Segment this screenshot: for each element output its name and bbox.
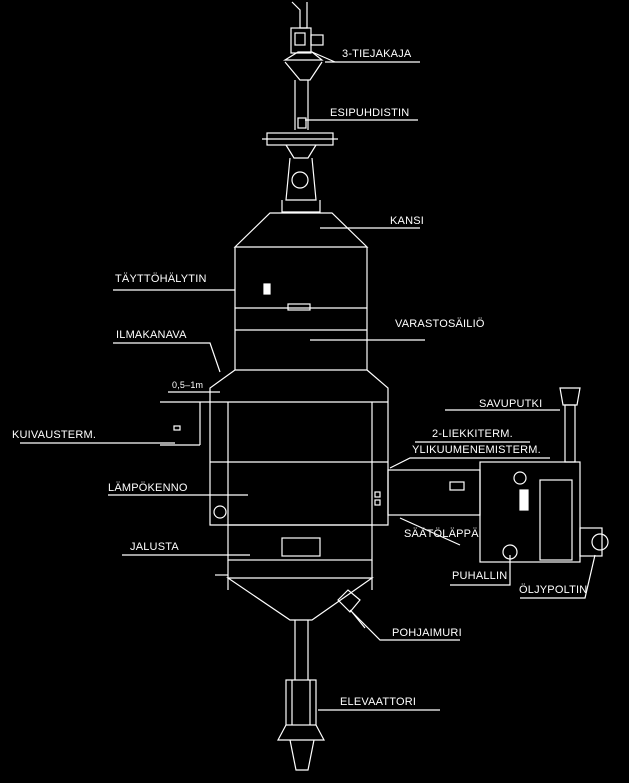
leader-lines bbox=[20, 61, 596, 711]
label-pohjaimuri: POHJAIMURI bbox=[392, 627, 462, 639]
elevator bbox=[277, 620, 325, 771]
stand bbox=[215, 524, 373, 590]
label-oljypoltin: ÖLJYPOLTIN bbox=[519, 584, 588, 596]
label-kuivausterm: KUIVAUSTERM. bbox=[12, 429, 97, 441]
label-jalusta: JALUSTA bbox=[130, 541, 179, 553]
label-varastosailio: VARASTOSÄILIÖ bbox=[395, 318, 485, 330]
label-saatolappa: SÄÄTÖLÄPPÄ bbox=[404, 528, 479, 540]
label-dimension: 0,5–1m bbox=[172, 380, 204, 390]
silo bbox=[233, 212, 369, 370]
label-ilmakanava: ILMAKANAVA bbox=[116, 329, 187, 341]
label-puhallin: PUHALLIN bbox=[452, 570, 508, 582]
label-tayttohalytin: TÄYTTÖHÄLYTIN bbox=[115, 273, 207, 285]
label-lampokenno: LÄMPÖKENNO bbox=[108, 482, 188, 494]
heat-cell bbox=[160, 369, 389, 526]
three-way-distributor bbox=[282, 1, 336, 81]
label-liekkiterm: 2-LIEKKITERM. bbox=[432, 428, 513, 440]
label-ylikuumenemisterm: YLIKUUMENEMISTERM. bbox=[412, 444, 541, 456]
label-savuputki: SAVUPUTKI bbox=[479, 398, 543, 410]
hopper bbox=[226, 577, 374, 629]
label-esipuhdistin: ESIPUHDISTIN bbox=[330, 107, 410, 119]
label-elevaattori: ELEVAATTORI bbox=[340, 696, 417, 708]
pre-cleaner bbox=[262, 132, 338, 213]
label-kansi: KANSI bbox=[390, 215, 425, 227]
label-tiejakaja: 3-TIEJAKAJA bbox=[342, 48, 412, 60]
chute bbox=[294, 80, 309, 130]
